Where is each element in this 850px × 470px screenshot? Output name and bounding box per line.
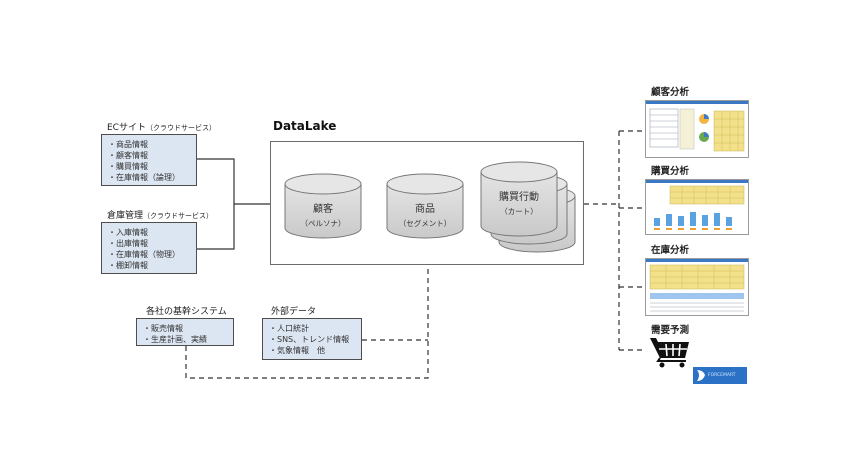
core-item: ・販売情報	[143, 324, 183, 333]
logo-mark-icon	[697, 370, 705, 381]
warehouse-item: ・出庫情報	[108, 239, 148, 248]
product-cylinder	[386, 173, 464, 239]
customer-label-sub: （ペルソナ）	[300, 219, 346, 228]
warehouse-item: ・棚卸情報	[108, 261, 148, 270]
customer-label-main: 顧客	[313, 204, 333, 215]
warehouse-item: ・入庫情報	[108, 228, 148, 237]
warehouse-item: ・在庫情報（物理）	[108, 250, 180, 259]
purchase-analysis-thumbnail	[645, 179, 749, 235]
inventory-analysis-thumbnail	[645, 258, 749, 316]
ec-connector	[197, 158, 270, 205]
core-item: ・生産計画、実績	[143, 335, 207, 344]
external-item: ・人口統計	[269, 324, 309, 333]
cylinders-graphic	[284, 161, 576, 253]
purchase-label: 購買行動 （カート）	[477, 188, 561, 217]
warehouse-connector	[197, 204, 235, 250]
warehouse-title-main: 倉庫管理	[107, 211, 144, 221]
purchase-label-main: 購買行動	[499, 192, 539, 203]
core-systems-title: 各社の基幹システム	[146, 307, 227, 317]
product-label: 商品 （セグメント）	[383, 200, 467, 229]
product-label-sub: （セグメント）	[398, 219, 452, 228]
ec-site-title: ECサイト（クラウドサービス）	[107, 120, 216, 133]
datalake-box: 顧客 （ペルソナ） 商品 （セグメント） 購買行動 （カート）	[270, 141, 584, 265]
warehouse-box: ・入庫情報 ・出庫情報 ・在庫情報（物理） ・棚卸情報	[101, 222, 197, 274]
external-item: ・気象情報 他	[269, 346, 325, 355]
datalake-title: DataLake	[273, 119, 337, 133]
external-data-title: 外部データ	[271, 307, 317, 317]
demand-forecast-title: 需要予測	[651, 325, 690, 336]
warehouse-title: 倉庫管理（クラウドサービス）	[107, 208, 213, 221]
external-item: ・SNS、トレンド情報	[269, 335, 350, 344]
output-connector-trunk	[584, 131, 620, 350]
ec-site-box: ・商品情報 ・顧客情報 ・購買情報 ・在庫情報（論理）	[101, 134, 197, 186]
core-systems-box: ・販売情報 ・生産計画、実績	[136, 318, 234, 346]
ec-site-title-sub: （クラウドサービス）	[145, 124, 216, 132]
external-data-box: ・人口統計 ・SNS、トレンド情報 ・気象情報 他	[262, 318, 362, 360]
purchase-label-sub: （カート）	[500, 207, 538, 216]
company-logo: FORCEMART	[693, 367, 747, 384]
customer-label: 顧客 （ペルソナ）	[281, 200, 365, 229]
ec-item: ・購買情報	[108, 162, 148, 171]
purchase-analysis-title: 購買分析	[651, 166, 690, 177]
inventory-analysis-title: 在庫分析	[651, 245, 690, 256]
core-connector	[185, 266, 429, 379]
purchase-cylinder-stack	[480, 161, 576, 253]
warehouse-title-sub: （クラウドサービス）	[143, 212, 214, 220]
customer-cylinder	[284, 173, 362, 239]
ec-item: ・在庫情報（論理）	[108, 173, 180, 182]
ec-site-title-main: ECサイト	[107, 123, 146, 133]
ec-item: ・顧客情報	[108, 151, 148, 160]
customer-analysis-title: 顧客分析	[651, 87, 690, 98]
ec-item: ・商品情報	[108, 140, 148, 149]
product-label-main: 商品	[415, 204, 435, 215]
logo-text: FORCEMART	[708, 373, 736, 378]
customer-analysis-thumbnail	[645, 100, 749, 158]
shopping-cart-icon	[650, 338, 689, 368]
